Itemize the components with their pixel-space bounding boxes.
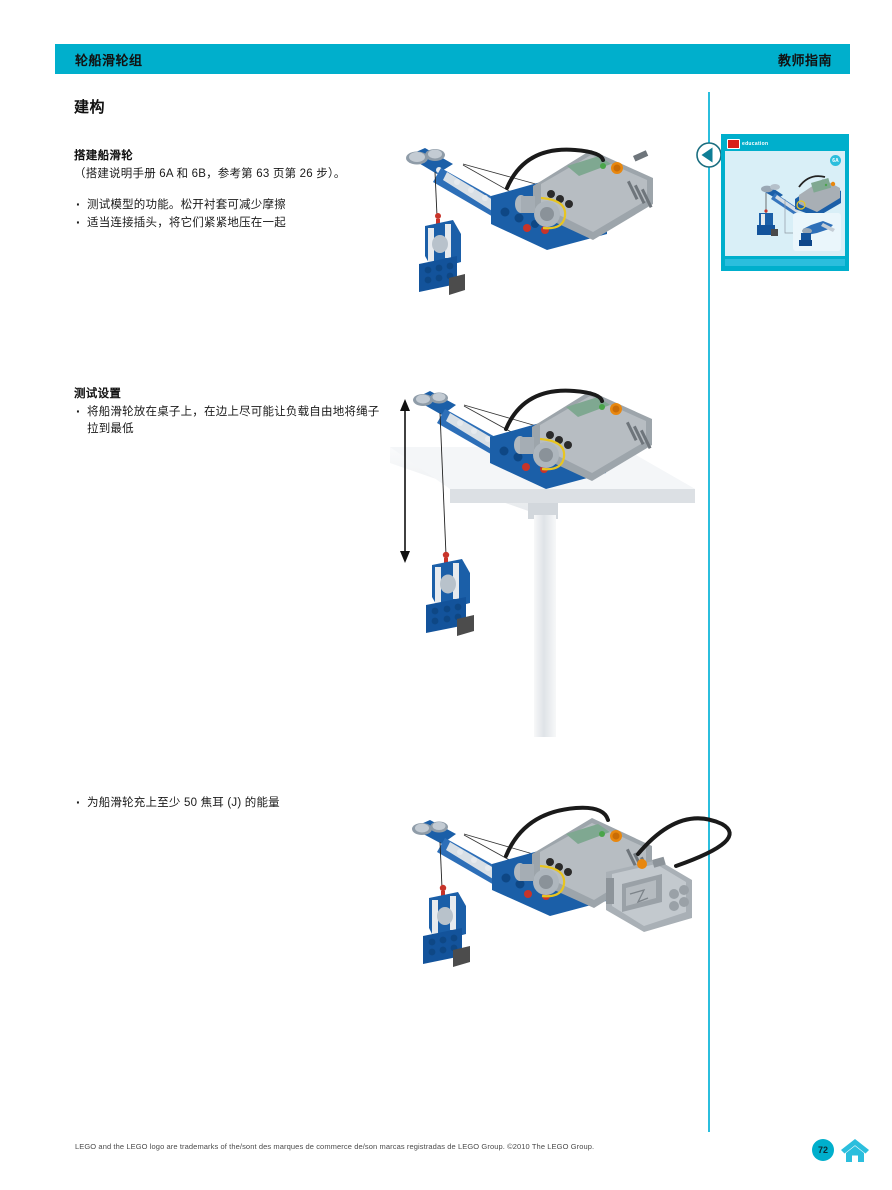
thumbnail-canvas: 6A xyxy=(725,151,845,256)
page-number-badge: 72 xyxy=(812,1139,834,1161)
instruction-thumbnail-card[interactable]: education 6A xyxy=(721,134,849,271)
thumbnail-detail-inset xyxy=(793,213,841,251)
step-number-badge: 6A xyxy=(830,155,841,166)
list-item: 为船滑轮充上至少 50 焦耳 (J) 的能量 xyxy=(74,794,404,812)
test-setup-sub-heading: 测试设置 xyxy=(74,388,122,400)
thumbnail-inset-illustration xyxy=(799,221,835,246)
test-setup-illustration xyxy=(390,385,695,755)
section-heading: 建构 xyxy=(74,99,106,116)
footer-legal-text: LEGO and the LEGO logo are trademarks of… xyxy=(75,1142,595,1151)
list-item: 适当连接插头，将它们紧紧地压在一起 xyxy=(74,214,404,232)
vertical-divider xyxy=(708,92,710,1132)
energy-bullet-list: 为船滑轮充上至少 50 焦耳 (J) 的能量 xyxy=(74,794,404,812)
test-setup-bullet-list: 将船滑轮放在桌子上，在边上尽可能让负载自由地将绳子拉到最低 xyxy=(74,403,384,438)
thumbnail-footer-bar xyxy=(725,259,845,266)
thumbnail-model-illustration xyxy=(757,175,841,236)
home-icon[interactable] xyxy=(840,1136,870,1164)
build-reference-line: （搭建说明手册 6A 和 6B，参考第 63 页第 26 步）。 xyxy=(74,168,346,180)
page-header-bar: 轮船滑轮组 教师指南 xyxy=(55,44,850,74)
build-bullet-list: 测试模型的功能。松开衬套可减少摩擦 适当连接插头，将它们紧紧地压在一起 xyxy=(74,196,404,232)
page-title: 轮船滑轮组 xyxy=(75,52,143,68)
energy-model-illustration xyxy=(400,798,760,988)
list-item: 将船滑轮放在桌子上，在边上尽可能让负载自由地将绳子拉到最低 xyxy=(74,403,384,438)
build-text-block: 建构 搭建船滑轮 （搭建说明手册 6A 和 6B，参考第 63 页第 26 步）… xyxy=(74,96,404,233)
education-wordmark: education xyxy=(742,140,769,147)
prev-arrow-icon[interactable] xyxy=(695,141,723,169)
test-setup-text-block: 测试设置 将船滑轮放在桌子上，在边上尽可能让负载自由地将绳子拉到最低 xyxy=(74,385,384,439)
guide-type-label: 教师指南 xyxy=(777,52,832,68)
build-sub-heading: 搭建船滑轮 xyxy=(74,150,133,162)
energy-text-block: 为船滑轮充上至少 50 焦耳 (J) 的能量 xyxy=(74,794,404,813)
build-model-illustration xyxy=(395,138,680,308)
list-item: 测试模型的功能。松开衬套可减少摩擦 xyxy=(74,196,404,214)
thumbnail-brand-row: education xyxy=(725,138,845,149)
lego-logo-icon xyxy=(727,138,740,149)
